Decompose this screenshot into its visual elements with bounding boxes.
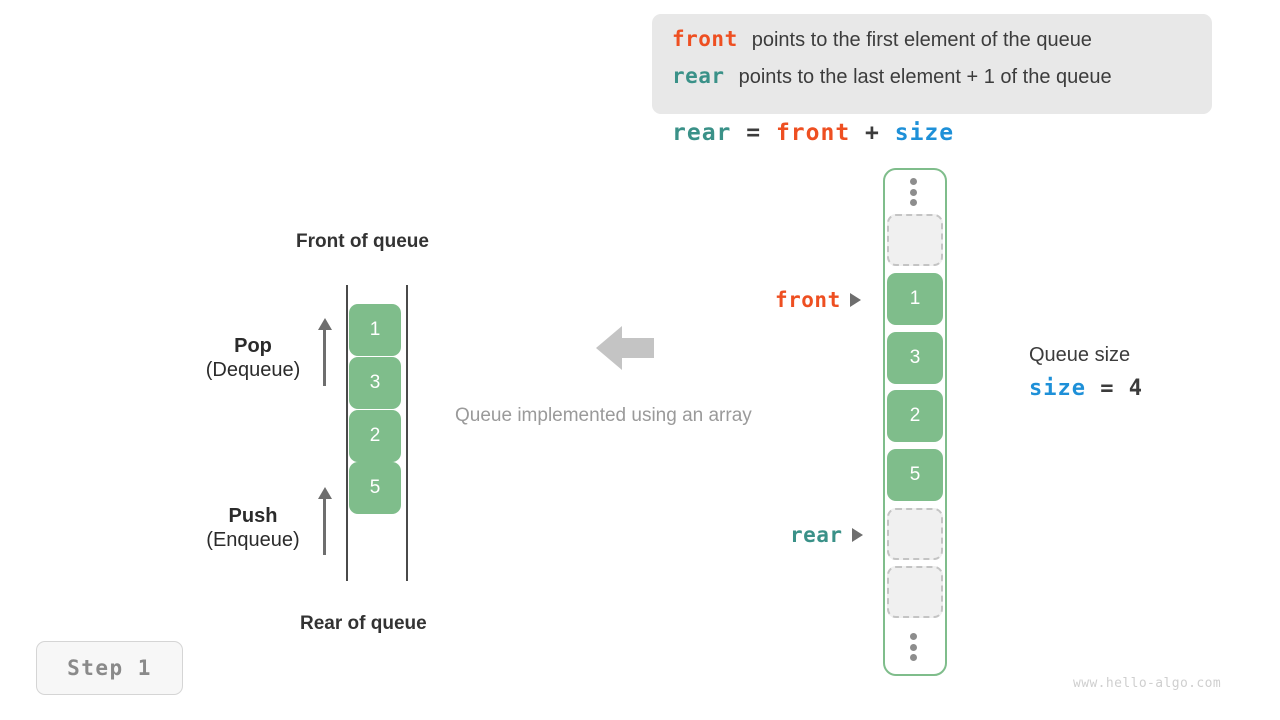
queue-size-panel: Queue size size = 4 [1029, 344, 1143, 401]
pop-subtitle: (Dequeue) [205, 358, 301, 381]
legend-text-rear: points to the last element + 1 of the qu… [738, 66, 1112, 88]
queue-size-expression: size = 4 [1029, 376, 1143, 401]
front-pointer-triangle-icon [849, 293, 861, 307]
push-title: Push [228, 505, 278, 527]
formula-front: front [775, 120, 851, 146]
front-pointer-label: front [775, 288, 841, 312]
legend-line-rear: rear points to the last element + 1 of t… [672, 64, 1212, 101]
queue-size-title: Queue size [1029, 344, 1131, 366]
queue-cell: 1 [349, 304, 401, 356]
push-operation-label: Push (Enqueue) [163, 505, 343, 552]
front-of-queue-label: Front of queue [296, 231, 429, 252]
formula-rear-equals-front-plus-size: rear = front + size [672, 120, 954, 146]
step-badge: Step 1 [36, 641, 183, 695]
rear-pointer: rear [790, 523, 863, 547]
diagram-caption: Queue implemented using an array [455, 405, 752, 426]
left-arrow-icon [596, 322, 654, 379]
array-ellipsis-bottom-icon [910, 633, 919, 661]
array-ellipsis-top-icon [910, 178, 919, 206]
array-cell-empty [887, 566, 943, 618]
size-value: 4 [1128, 376, 1143, 401]
legend-keyword-front: front [672, 27, 738, 51]
pop-operation-label: Pop (Dequeue) [163, 335, 343, 382]
legend-text-front: points to the first element of the queue [751, 29, 1092, 51]
array-cell-filled: 5 [887, 449, 943, 501]
rear-pointer-label: rear [790, 523, 843, 547]
pop-up-arrow-icon [318, 318, 332, 388]
legend-line-front: front points to the first element of the… [672, 27, 1212, 64]
queue-rail-right [406, 285, 408, 581]
queue-cell: 3 [349, 357, 401, 409]
queue-cell: 5 [349, 462, 401, 514]
array-cell-empty [887, 214, 943, 266]
size-variable: size [1029, 376, 1086, 401]
size-equals: = [1085, 376, 1129, 401]
formula-rear: rear [672, 120, 732, 146]
array-cell-filled: 3 [887, 332, 943, 384]
rear-pointer-triangle-icon [851, 528, 863, 542]
legend-box: front points to the first element of the… [652, 14, 1212, 114]
push-subtitle: (Enqueue) [206, 528, 300, 551]
formula-plus: + [850, 120, 895, 146]
pop-title: Pop [234, 335, 272, 357]
formula-equals: = [731, 120, 776, 146]
rear-of-queue-label: Rear of queue [300, 613, 427, 634]
array-cell-empty [887, 508, 943, 560]
watermark: www.hello-algo.com [1073, 676, 1222, 691]
array-cell-filled: 1 [887, 273, 943, 325]
legend-keyword-rear: rear [672, 64, 725, 88]
queue-rail-left [346, 285, 348, 581]
formula-size: size [894, 120, 955, 146]
front-pointer: front [775, 288, 861, 312]
array-cell-filled: 2 [887, 390, 943, 442]
queue-cell: 2 [349, 410, 401, 462]
push-up-arrow-icon [318, 487, 332, 557]
